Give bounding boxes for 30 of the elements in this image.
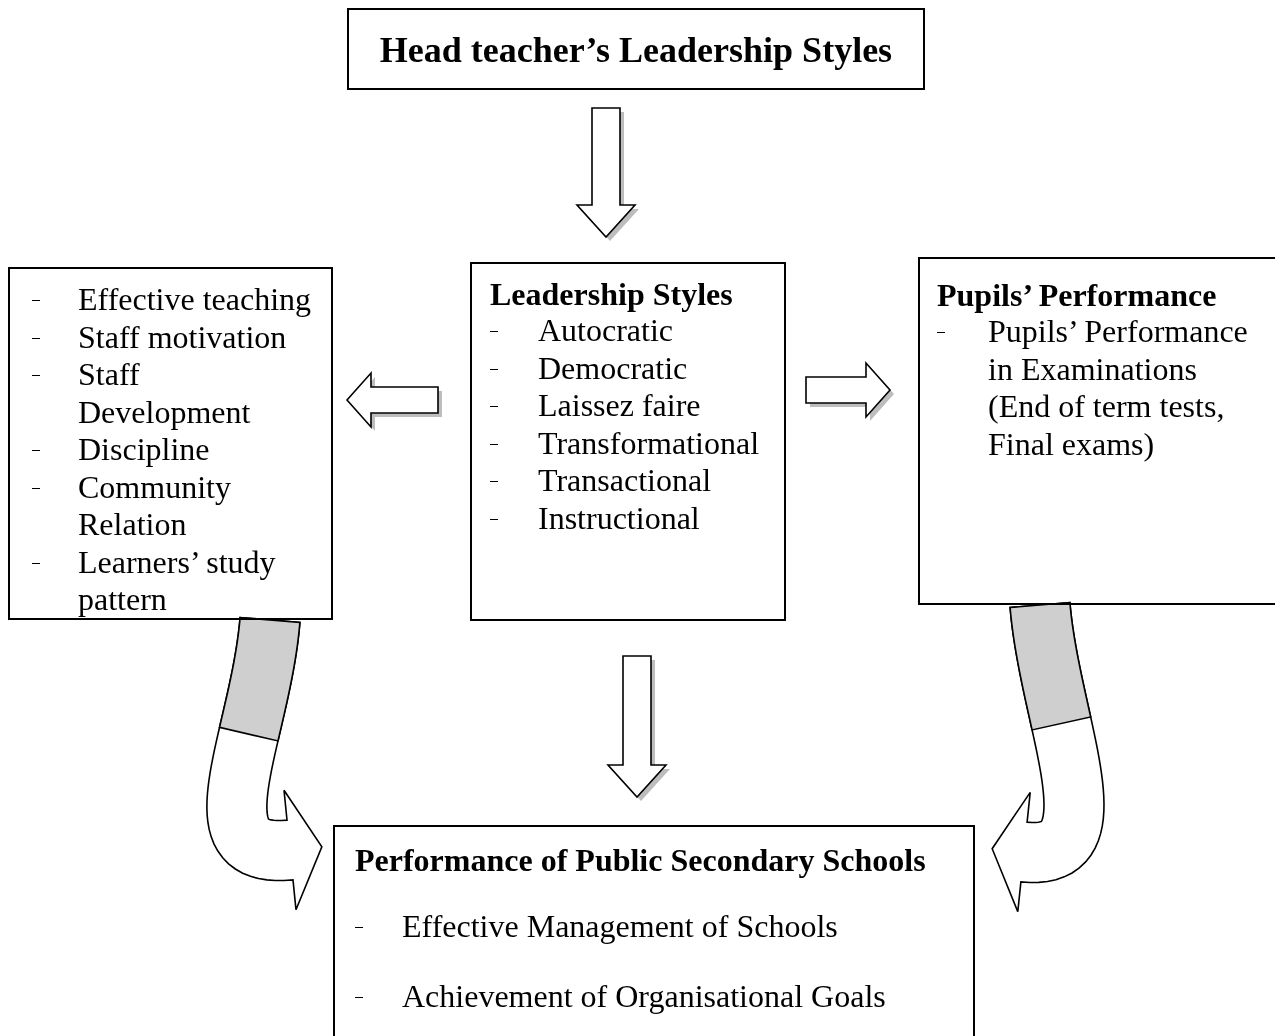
block-arrow bbox=[345, 370, 442, 431]
list-item: Pupils’ Performance in Examinations (End of term tests, Final exams) bbox=[988, 313, 1249, 463]
list-item: Instructional bbox=[538, 499, 701, 537]
list-item: Discipline bbox=[78, 431, 211, 469]
curved-arrow bbox=[206, 616, 323, 911]
text-box bbox=[470, 262, 786, 621]
list-item: Effective teaching bbox=[78, 281, 313, 319]
heading: Performance of Public Secondary Schools bbox=[355, 842, 926, 878]
heading: Pupils’ Performance bbox=[937, 277, 1217, 313]
block-arrow bbox=[805, 360, 894, 421]
block-arrow bbox=[575, 107, 639, 241]
list-item: Achievement of Organisational Goals bbox=[402, 977, 887, 1015]
list-item: Learners’ study pattern bbox=[78, 543, 277, 619]
list-item: Democratic bbox=[538, 349, 689, 387]
text-box bbox=[347, 8, 925, 90]
list-item: Staff motivation bbox=[78, 318, 288, 356]
heading: Leadership Styles bbox=[490, 276, 733, 312]
text-box bbox=[8, 267, 333, 620]
heading: Head teacher’s Leadership Styles bbox=[379, 30, 893, 70]
text-box bbox=[333, 825, 975, 1036]
list-item: Community Relation bbox=[78, 468, 232, 544]
list-item: Staff Development bbox=[78, 356, 252, 431]
block-arrow bbox=[606, 655, 670, 801]
text-box bbox=[918, 257, 1275, 605]
list-item: Transformational bbox=[538, 424, 760, 462]
list-item: Effective Management of Schools bbox=[402, 908, 839, 946]
list-item: Laissez faire bbox=[538, 387, 702, 425]
list-item: Transactional bbox=[538, 462, 712, 500]
curved-arrow bbox=[991, 601, 1105, 913]
list-item: Autocratic bbox=[538, 312, 675, 350]
